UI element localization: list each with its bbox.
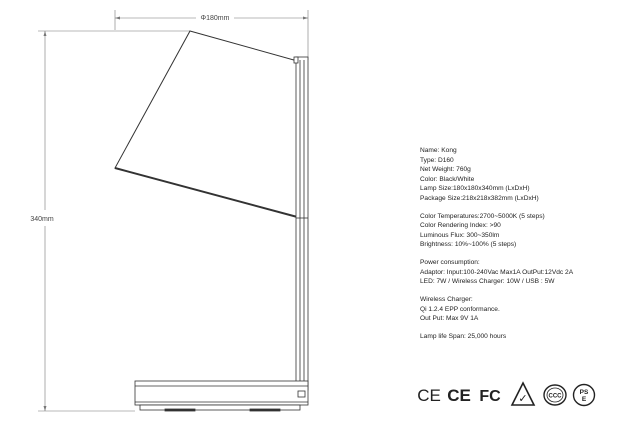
spec-line: Color: Black/White	[420, 175, 475, 183]
spec-line: LED: 7W / Wireless Charger: 10W / USB : …	[420, 278, 555, 285]
spec-line: Color Temperatures:2700~5000K (5 steps)	[420, 212, 545, 220]
height-label: 340mm	[30, 216, 54, 223]
spec-line: Lamp life Span: 25,000 hours	[420, 333, 507, 340]
spec-line: Color Rendering Index: >90	[420, 222, 501, 229]
lamp-shade	[114, 30, 302, 219]
spec-group: Lamp life Span: 25,000 hours	[420, 332, 630, 342]
certification-marks: CE CE FC ✓ CCC PS E	[416, 381, 596, 409]
spec-line: Brightness: 10%~100% (5 steps)	[420, 241, 517, 248]
ccc-mark-text: CCC	[549, 394, 563, 400]
spec-line: Qi 1.2.4 EPP conformance.	[420, 305, 500, 313]
spec-line: Type: D160	[420, 156, 454, 164]
fcc-mark-text: FC	[479, 388, 501, 405]
spec-line: Lamp Size:180x180x340mm (LxDxH)	[420, 185, 530, 192]
spec-line: Out Put: Max 9V 1A	[420, 315, 479, 322]
pse-mark-top-text: PS	[580, 389, 589, 396]
fcc-mark-icon: FC	[479, 388, 501, 405]
lamp-pole	[293, 56, 309, 391]
pse-mark-bottom-text: E	[582, 396, 587, 403]
spec-group: Power consumption: Adaptor: Input:100-240…	[420, 258, 630, 287]
ce-mark-icon: CE	[417, 386, 441, 405]
spec-line: Package Size:218x218x382mm (LxDxH)	[420, 194, 539, 202]
ce-mark-text: CE	[417, 386, 441, 405]
width-label: Φ180mm	[201, 15, 230, 22]
spec-line: Adaptor: Input:100-240Vac Max1A OutPut:1…	[420, 268, 574, 276]
width-dimension	[114, 10, 309, 60]
spec-group: Wireless Charger: Qi 1.2.4 EPP conformanc…	[420, 295, 630, 324]
spec-line: Luminous Flux: 300~350lm	[420, 231, 500, 239]
height-dimension	[38, 30, 190, 412]
spec-line: Wireless Charger:	[420, 296, 473, 303]
ce-mark-bold-text: CE	[447, 386, 471, 405]
ce-mark-bold-icon: CE	[447, 386, 471, 405]
spec-line: Power consumption:	[420, 259, 480, 266]
spec-line: Net Weight: 760g	[420, 166, 471, 173]
pse-mark-icon: PS E	[572, 383, 596, 407]
spec-group: Color Temperatures:2700~5000K (5 steps) C…	[420, 212, 630, 250]
spec-line: Name: Kong	[420, 147, 457, 154]
lamp-base	[134, 380, 309, 412]
ccc-mark-icon: CCC	[543, 384, 567, 406]
rcm-mark-text: ✓	[518, 392, 527, 405]
rcm-mark-icon: ✓	[510, 381, 536, 406]
